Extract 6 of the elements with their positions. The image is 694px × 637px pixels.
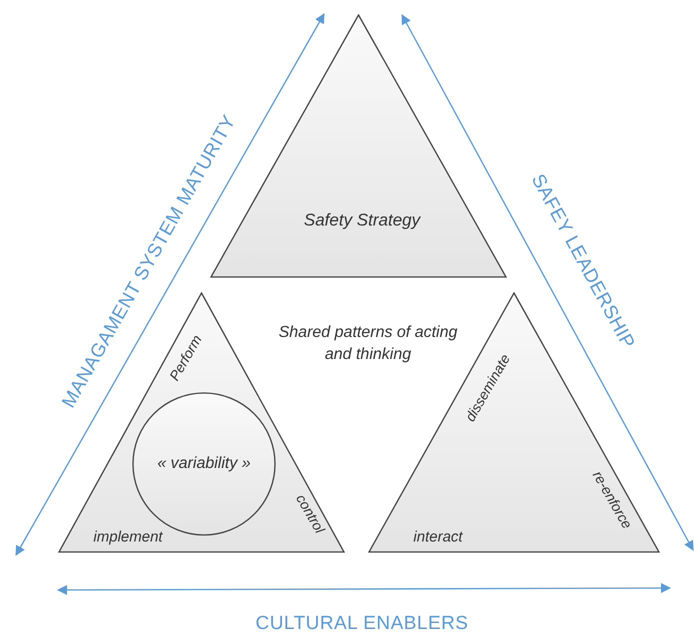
shape-text: Safety Strategy [304, 209, 420, 231]
axis-label: CULTURAL ENABLERS [256, 612, 468, 636]
shape-text: interact [413, 528, 463, 548]
shape-text: implement [93, 528, 163, 548]
shape-text: « variability » [157, 454, 251, 474]
center-text: Shared patterns of acting and thinking [278, 323, 458, 365]
